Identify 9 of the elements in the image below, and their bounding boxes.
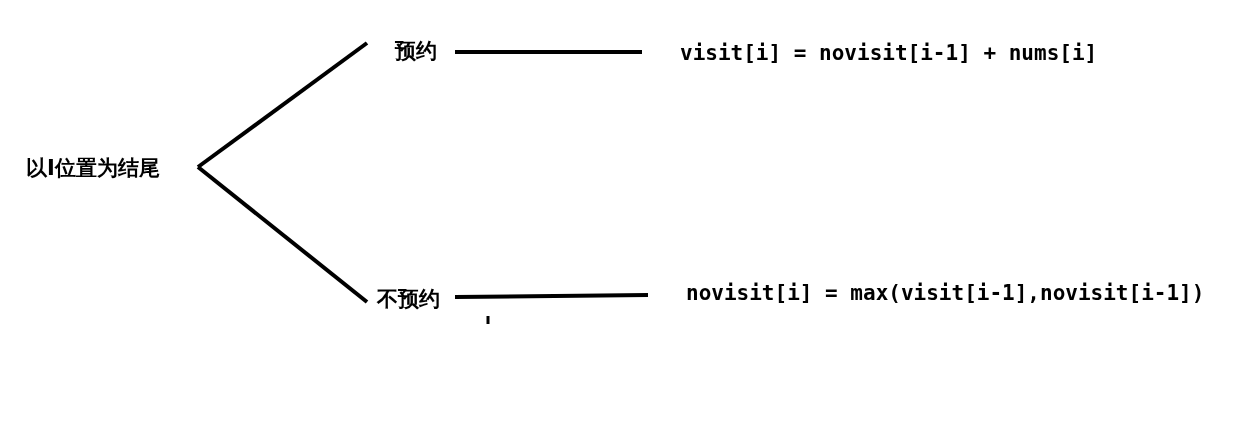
- connector-line: [196, 41, 369, 169]
- formula-text: visit[i] = novisit[i-1] + nums[i]: [680, 41, 1098, 65]
- connector-line: [455, 50, 642, 54]
- branch-label: 预约: [395, 38, 437, 65]
- branch-label: 以I位置为结尾: [26, 155, 160, 182]
- formula-text: novisit[i] = max(visit[i-1],novisit[i-1]): [686, 281, 1205, 305]
- branch-label: 不预约: [377, 286, 440, 313]
- connector-line: [454, 293, 649, 299]
- connector-line: [196, 165, 369, 304]
